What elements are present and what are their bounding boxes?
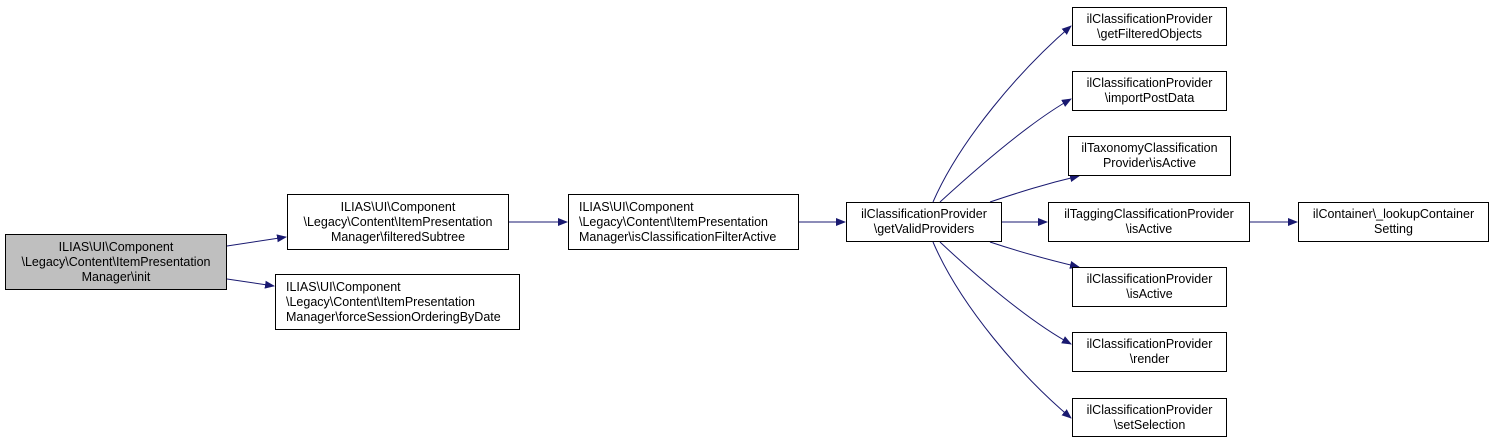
call-edge-n4-n5 xyxy=(932,25,1072,203)
node-label-line: \render xyxy=(1129,352,1170,366)
node-label-line: ilClassificationProvider xyxy=(1086,11,1213,26)
node-is-classification-filter-active[interactable]: ILIAS\UI\Component \Legacy\Content\ItemP… xyxy=(568,194,799,250)
call-edge-n4-n6 xyxy=(939,98,1072,203)
node-label-line: ilClassificationProvider xyxy=(1086,402,1213,417)
node-label-line: Provider\isActive xyxy=(1102,156,1197,170)
node-label-line: \Legacy\Content\ItemPresentation xyxy=(579,214,769,229)
node-label-line: Manager\isClassificationFilterActive xyxy=(579,229,777,244)
node-label-line: \isActive xyxy=(1126,287,1173,301)
call-edge-n4-n10 xyxy=(939,241,1072,345)
node-lookup-container-setting[interactable]: ilContainer\_lookupContainer Setting xyxy=(1298,202,1489,242)
node-label-line: \importPostData xyxy=(1104,91,1195,105)
node-label-line: \Legacy\Content\ItemPresentation xyxy=(21,254,211,269)
node-item-presentation-manager-init[interactable]: ILIAS\UI\Component \Legacy\Content\ItemP… xyxy=(5,234,227,290)
node-classification-is-active[interactable]: ilClassificationProvider \isActive xyxy=(1072,267,1227,307)
node-label-line: ILIAS\UI\Component xyxy=(579,199,694,214)
node-label-line: ILIAS\UI\Component xyxy=(286,279,401,294)
node-label-line: ILIAS\UI\Component xyxy=(58,239,174,254)
node-label-line: \isActive xyxy=(1125,222,1173,236)
node-label-line: \Legacy\Content\ItemPresentation xyxy=(286,294,476,309)
node-classification-render[interactable]: ilClassificationProvider \render xyxy=(1072,332,1227,372)
call-edge-n4-n7 xyxy=(989,174,1080,203)
node-label-line: ilTaggingClassificationProvider xyxy=(1064,207,1234,221)
node-taxonomy-provider-is-active[interactable]: ilTaxonomyClassification Provider\isActi… xyxy=(1068,136,1231,176)
node-label-line: ILIAS\UI\Component xyxy=(340,199,456,214)
node-get-valid-providers[interactable]: ilClassificationProvider \getValidProvid… xyxy=(846,202,1002,242)
node-label-line: Manager\forceSessionOrderingByDate xyxy=(286,309,501,324)
node-label-line: Setting xyxy=(1374,222,1413,236)
node-label-line: Manager\filteredSubtree xyxy=(330,229,466,244)
call-edge-n4-n9 xyxy=(989,241,1080,269)
node-filtered-subtree[interactable]: ILIAS\UI\Component \Legacy\Content\ItemP… xyxy=(287,194,509,250)
node-set-selection[interactable]: ilClassificationProvider \setSelection xyxy=(1072,398,1227,437)
node-label-line: \setSelection xyxy=(1113,417,1186,432)
node-label-line: ilClassificationProvider xyxy=(1086,337,1213,351)
node-label-line: Manager\init xyxy=(81,269,151,284)
node-label-line: \Legacy\Content\ItemPresentation xyxy=(303,214,493,229)
call-edge-n0-n1 xyxy=(226,234,287,247)
node-force-session-ordering-by-date[interactable]: ILIAS\UI\Component \Legacy\Content\ItemP… xyxy=(275,274,520,330)
node-get-filtered-objects[interactable]: ilClassificationProvider \getFilteredObj… xyxy=(1072,7,1227,46)
node-label-line: ilContainer\_lookupContainer xyxy=(1312,207,1475,221)
call-edge-n0-n2 xyxy=(226,278,275,289)
node-label-line: ilTaxonomyClassification xyxy=(1081,141,1218,155)
node-label-line: ilClassificationProvider xyxy=(1086,76,1213,90)
node-label-line: ilClassificationProvider xyxy=(861,207,987,221)
node-label-line: \getValidProviders xyxy=(873,222,975,236)
call-edge-n4-n11 xyxy=(932,241,1072,419)
node-tagging-provider-is-active[interactable]: ilTaggingClassificationProvider \isActiv… xyxy=(1048,202,1250,242)
node-label-line: ilClassificationProvider xyxy=(1086,272,1213,286)
node-label-line: \getFilteredObjects xyxy=(1097,26,1202,41)
node-import-post-data[interactable]: ilClassificationProvider \importPostData xyxy=(1072,71,1227,111)
